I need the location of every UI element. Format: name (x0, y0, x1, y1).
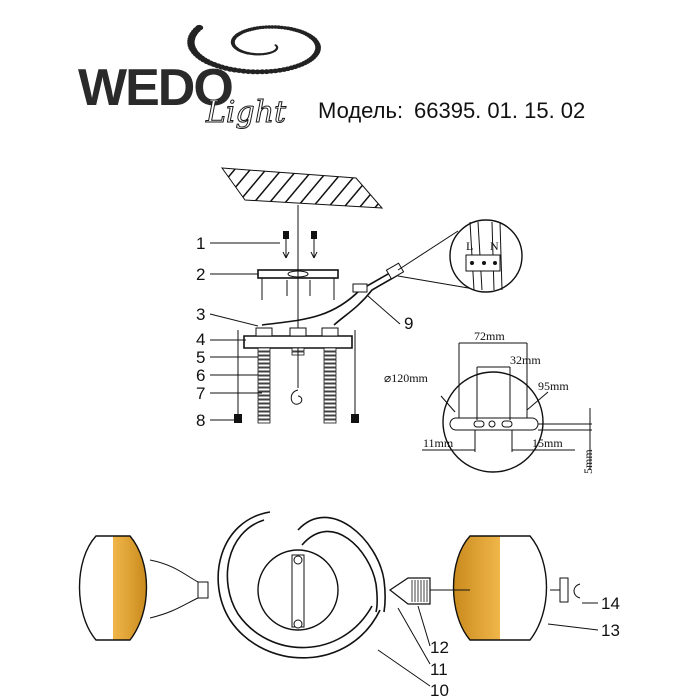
wiring-detail: L N (397, 219, 523, 293)
dim-32: 32mm (510, 353, 541, 367)
callout-4: 4 (196, 330, 205, 349)
callout-12: 12 (430, 638, 449, 657)
brand-name: WEDO (78, 59, 232, 117)
callout-1: 1 (196, 234, 205, 253)
callouts-top: 1 2 3 4 5 6 7 8 9 (196, 234, 413, 430)
brand-logo: WEDO Light (78, 24, 321, 131)
dim-72: 72mm (474, 329, 505, 343)
wire-a (261, 269, 396, 326)
callout-6: 6 (196, 366, 205, 385)
bar-center-hole (287, 270, 309, 278)
canopy-plate (243, 335, 353, 349)
dim-11: 11mm (423, 436, 454, 450)
lamp-cap (559, 577, 569, 603)
callouts-bottom: 14 13 12 11 10 (377, 594, 620, 700)
callout-9: 9 (404, 314, 413, 333)
callout-13: 13 (601, 621, 620, 640)
left-socket (197, 581, 209, 599)
brand-sub: Light (205, 95, 287, 130)
callout-3: 3 (196, 305, 205, 324)
callout-8: 8 (196, 411, 205, 430)
fixture-drawing (78, 511, 581, 659)
callout-5: 5 (196, 348, 205, 367)
callout-7: 7 (196, 384, 205, 403)
left-shade (78, 535, 148, 641)
dim-95: 95mm (538, 379, 569, 393)
right-shade (452, 535, 548, 641)
ceiling-mount-drawing (220, 167, 405, 424)
dimension-detail: 72mm 32mm 95mm ⌀120mm 11mm 15mm 5mm (384, 329, 595, 474)
wire-n-label: N (490, 239, 499, 253)
terminal-block (352, 283, 368, 293)
spiral-arm (217, 511, 381, 659)
screw-1b (311, 231, 317, 258)
callout-14: 14 (601, 594, 620, 613)
socket-threads (411, 580, 428, 602)
ceiling-hatch (220, 167, 384, 209)
threaded-rods (255, 327, 339, 424)
dim-diameter: ⌀120mm (384, 371, 429, 385)
callout-2: 2 (196, 265, 205, 284)
wire-b (333, 274, 399, 326)
screw-8-left (234, 414, 242, 423)
center-hook (290, 389, 303, 405)
model-number: 66395. 01. 15. 02 (414, 98, 585, 123)
callout-10: 10 (430, 681, 449, 700)
dim-15: 15mm (532, 436, 563, 450)
dim-5: 5mm (581, 449, 595, 474)
right-socket (388, 577, 431, 605)
logo-swirl (187, 24, 321, 75)
model-label: Модель: (318, 98, 403, 123)
center-stem (291, 554, 305, 628)
screw-1 (283, 231, 289, 258)
wire-l-label: L (466, 239, 473, 253)
screw-8-right (351, 414, 359, 423)
callout-11: 11 (430, 660, 448, 679)
